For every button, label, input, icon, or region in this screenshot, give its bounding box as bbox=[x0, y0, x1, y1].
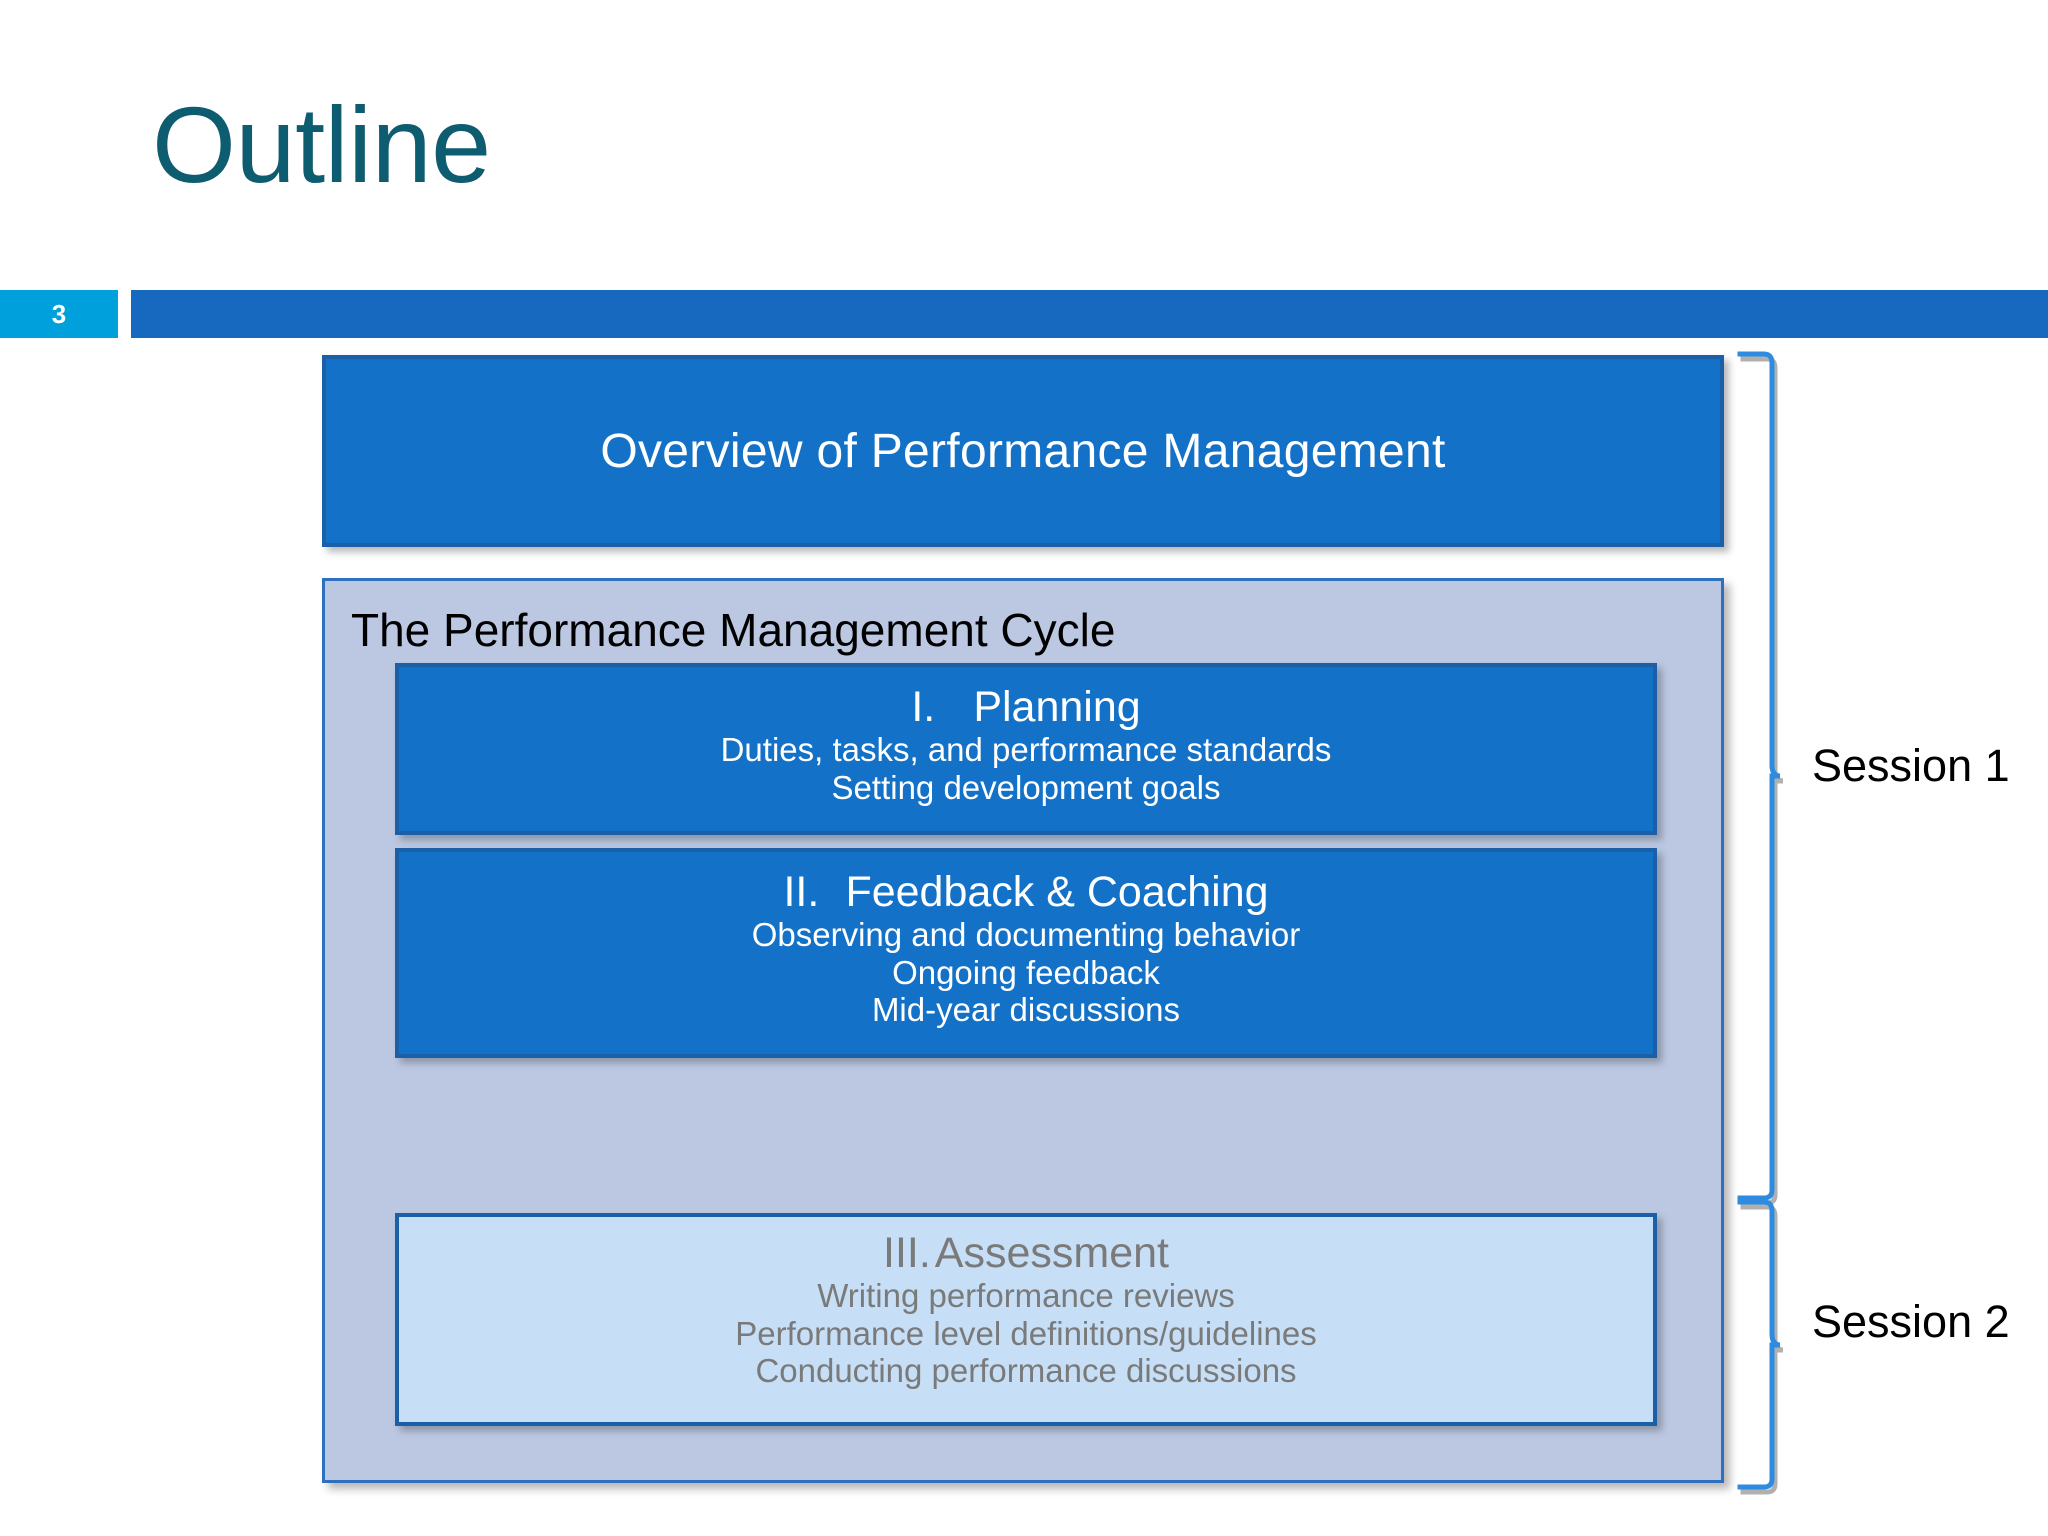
phase-name-planning: Planning bbox=[973, 683, 1141, 731]
overview-box[interactable]: Overview of Performance Management bbox=[322, 355, 1724, 547]
phase-detail-line: Ongoing feedback bbox=[892, 953, 1160, 991]
phase-numeral-feedback-coaching: II. bbox=[783, 868, 820, 916]
phase-title-planning: I. Planning bbox=[399, 683, 1653, 731]
phase-detail-line: Mid-year discussions bbox=[871, 991, 1181, 1029]
phase-name-assessment: Assessment bbox=[934, 1229, 1169, 1277]
phase-detail-line: Performance level definitions/guidelines bbox=[735, 1314, 1317, 1352]
phase-detail-line: Conducting performance discussions bbox=[755, 1352, 1297, 1390]
phase-name-feedback-coaching: Feedback & Coaching bbox=[845, 868, 1269, 916]
phase-box-feedback-coaching[interactable]: II. Feedback & Coaching Observing and doc… bbox=[395, 848, 1657, 1058]
session-1-bracket bbox=[1737, 351, 1784, 1206]
phase-detail-line: Observing and documenting behavior bbox=[751, 916, 1301, 954]
overview-box-label: Overview of Performance Management bbox=[600, 424, 1446, 478]
phase-box-assessment[interactable]: III.Assessment Writing performance revie… bbox=[395, 1213, 1657, 1426]
cycle-container[interactable]: The Performance Management Cycle I. Plann… bbox=[322, 578, 1724, 1483]
phase-numeral-planning: I. bbox=[911, 683, 936, 731]
phase-box-planning[interactable]: I. Planning Duties, tasks, and performanc… bbox=[395, 663, 1657, 835]
slide-title: Outline bbox=[152, 84, 491, 205]
phase-detail-line: Writing performance reviews bbox=[817, 1277, 1235, 1315]
session-1-label: Session 1 bbox=[1812, 740, 2010, 791]
session-2-label: Session 2 bbox=[1812, 1296, 2010, 1347]
cycle-heading: The Performance Management Cycle bbox=[351, 604, 1116, 656]
phase-title-feedback-coaching: II. Feedback & Coaching bbox=[399, 868, 1653, 916]
session-2-bracket bbox=[1737, 1199, 1784, 1495]
phase-detail-line: Setting development goals bbox=[831, 768, 1221, 806]
slide-number-badge: 3 bbox=[0, 290, 118, 338]
header-accent-bar bbox=[131, 290, 2048, 338]
phase-detail-line: Duties, tasks, and performance standards bbox=[720, 731, 1332, 769]
phase-title-assessment: III.Assessment bbox=[399, 1229, 1653, 1277]
phase-numeral-assessment: III. bbox=[883, 1229, 931, 1277]
